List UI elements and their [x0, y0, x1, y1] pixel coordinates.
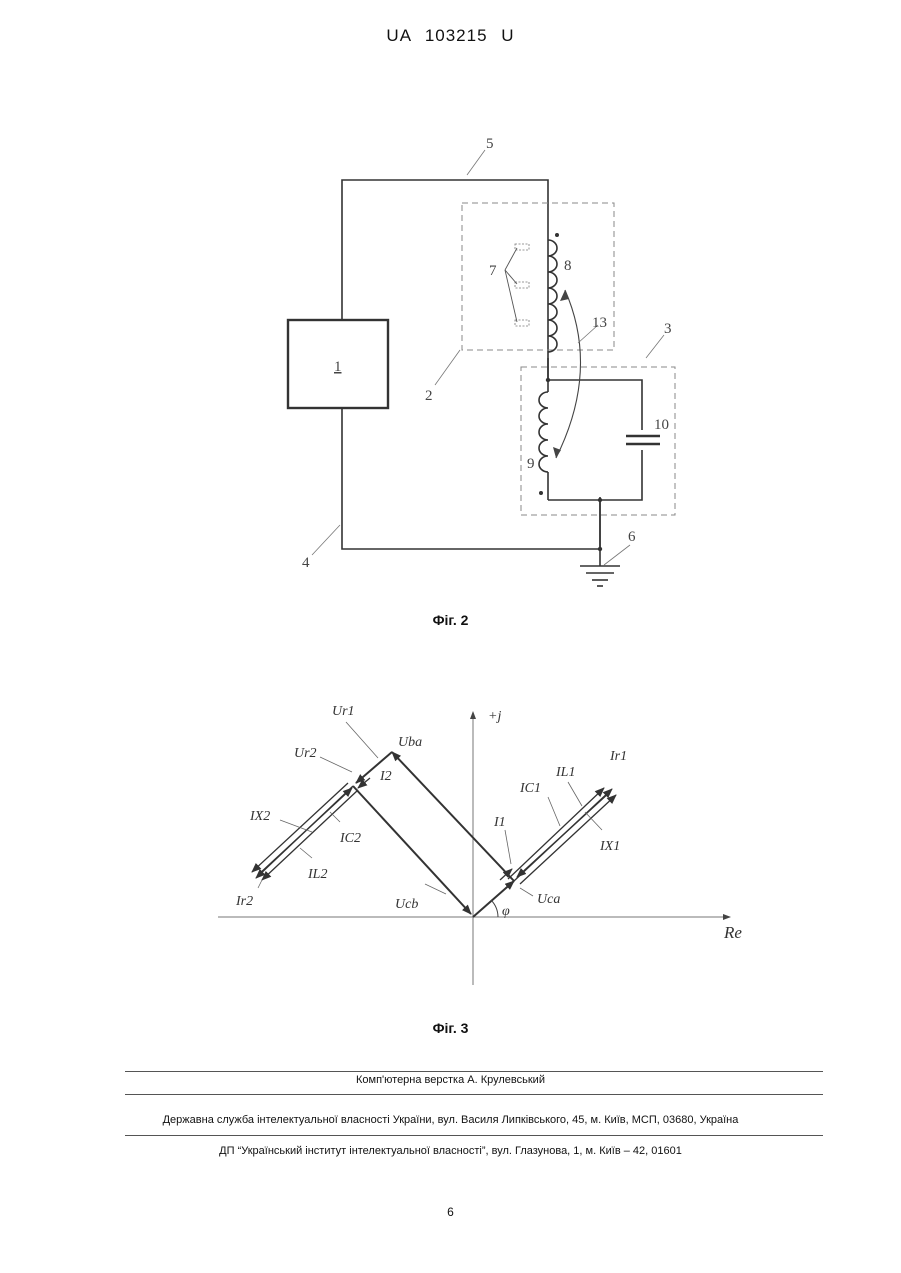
label-13: 13 — [592, 315, 607, 331]
label-ur1: Ur1 — [332, 704, 355, 719]
label-ucb: Ucb — [395, 897, 418, 912]
vector-ic1 — [517, 792, 610, 877]
label-ix2: IX2 — [249, 809, 270, 824]
label-phi: φ — [502, 904, 510, 919]
coil-lower — [539, 392, 548, 472]
vector-ucb — [353, 786, 471, 914]
label-10: 10 — [654, 417, 669, 433]
label-6: 6 — [628, 529, 636, 545]
axis-label-real: Re — [723, 923, 742, 942]
label-ir2: Ir2 — [235, 894, 253, 909]
label-8: 8 — [564, 258, 572, 274]
vector-il1 — [508, 788, 604, 879]
vector-ic2 — [258, 788, 352, 875]
label-il2: IL2 — [307, 867, 327, 882]
page-number: 6 — [0, 1205, 901, 1219]
label-2: 2 — [425, 388, 433, 404]
wire-tank-bottom — [548, 450, 642, 500]
tap-contact-2 — [515, 282, 529, 288]
label-4: 4 — [302, 555, 310, 571]
axis-label-imag: +j — [488, 709, 501, 724]
label-il1: IL1 — [555, 765, 575, 780]
institute-address: ДП “Український інститут інтелектуальної… — [0, 1145, 901, 1157]
phi-arc — [491, 900, 498, 917]
circuit-diagram: 5 1 2 3 4 6 7 8 9 10 13 — [0, 0, 901, 640]
phasor-diagram: +j Re Ur1 Uba Ur2 I2 IX2 IC2 IL2 Ir2 Ucb… — [0, 680, 901, 1010]
coil-upper-dot — [555, 233, 559, 237]
coil-lower-dot — [539, 491, 543, 495]
ground-symbol — [580, 549, 620, 586]
figure-2-caption: Фіг. 2 — [0, 612, 901, 628]
label-ic2: IC2 — [339, 831, 361, 846]
label-i1: I1 — [493, 815, 506, 830]
label-3: 3 — [664, 321, 672, 337]
label-ic1: IC1 — [519, 781, 541, 796]
label-uba: Uba — [398, 735, 422, 750]
label-9: 9 — [527, 456, 535, 472]
label-5: 5 — [486, 136, 494, 152]
label-7: 7 — [489, 263, 497, 279]
footer-rule-1 — [125, 1071, 823, 1072]
label-1: 1 — [334, 359, 342, 375]
label-i2: I2 — [379, 769, 392, 784]
label-uca: Uca — [537, 892, 560, 907]
footer-rule-2 — [125, 1094, 823, 1095]
label-ur2: Ur2 — [294, 746, 317, 761]
figure-3-caption: Фіг. 3 — [0, 1020, 901, 1036]
label-ix1: IX1 — [599, 839, 620, 854]
label-ir1: Ir1 — [609, 749, 627, 764]
agency-address: Державна служба інтелектуальної власност… — [0, 1114, 901, 1126]
footer-rule-3 — [125, 1135, 823, 1136]
coil-upper — [548, 240, 557, 352]
wire-tank-top — [548, 380, 642, 430]
coupling-arrow — [556, 290, 581, 458]
tap-contact-1 — [515, 244, 529, 250]
layout-credit: Комп'ютерна верстка А. Крулевський — [0, 1074, 901, 1086]
wire-lower — [342, 408, 600, 549]
